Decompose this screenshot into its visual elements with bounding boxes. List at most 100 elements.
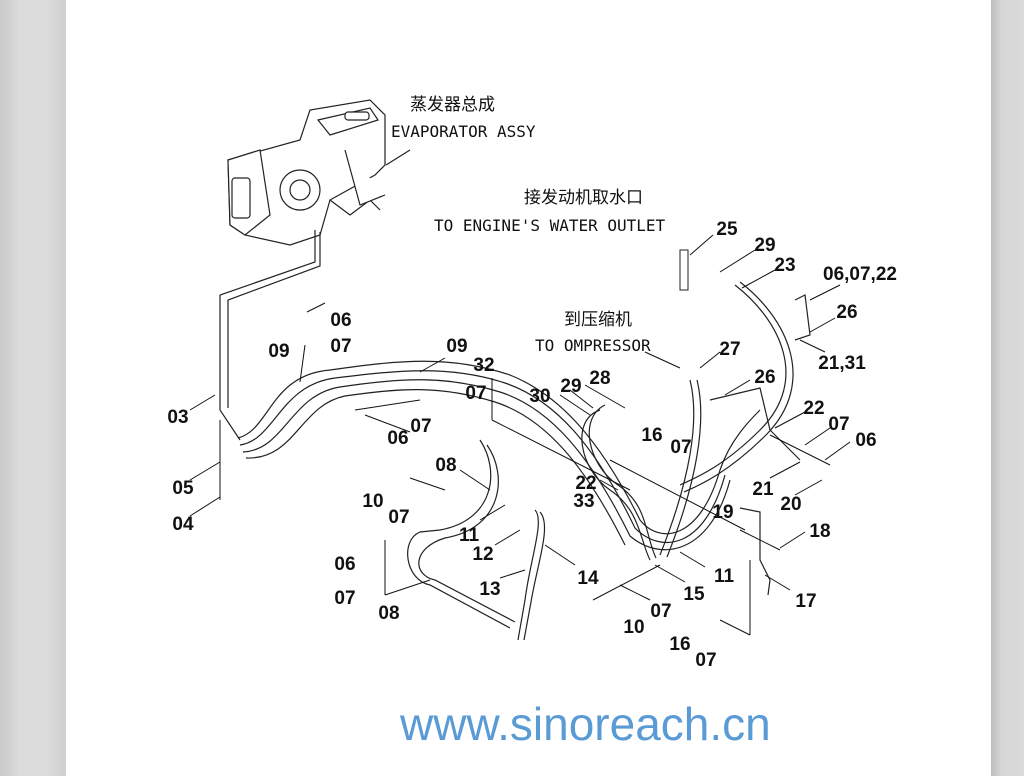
part-label: 06	[334, 554, 355, 575]
leader-line	[769, 461, 801, 479]
leader-line	[679, 551, 706, 568]
leader-line	[809, 317, 836, 333]
caption-evaporator-en: EVAPORATOR ASSY	[391, 122, 536, 141]
part-label: 29	[560, 376, 581, 397]
part-label: 14	[577, 568, 599, 589]
leader-line	[559, 394, 591, 416]
part-label: 12	[472, 544, 493, 565]
leader-line	[779, 531, 806, 549]
leader-line	[719, 619, 751, 636]
leader-line	[419, 357, 446, 373]
leader-line	[804, 427, 831, 446]
part-label: 28	[589, 368, 610, 389]
part-label: 21,31	[818, 353, 866, 374]
leader-line	[609, 459, 746, 531]
part-label: 07	[670, 437, 691, 458]
leader-line	[189, 461, 221, 481]
caption-compressor-en: TO OMPRESSOR	[535, 336, 651, 355]
part-label: 16	[669, 634, 690, 655]
leader-line	[741, 269, 776, 289]
part-label: 07	[330, 336, 351, 357]
part-label: 10	[623, 617, 644, 638]
part-label: 07	[388, 507, 409, 528]
watermark: www.sinoreach.cn	[399, 698, 771, 750]
part-label: 07	[410, 416, 431, 437]
caption-evaporator-cn: 蒸发器总成	[410, 95, 495, 115]
leader-line	[544, 544, 576, 566]
part-label: 23	[774, 255, 795, 276]
leader-line	[569, 389, 594, 409]
part-label: 06	[855, 430, 876, 451]
part-label: 25	[716, 219, 738, 240]
part-label: 18	[809, 521, 830, 542]
part-label: 03	[167, 407, 188, 428]
part-label: 07	[650, 601, 671, 622]
part-label: 11	[714, 566, 735, 587]
leader-line	[619, 584, 651, 601]
part-label: 20	[780, 494, 801, 515]
leader-line	[774, 411, 806, 429]
leader-line	[799, 339, 826, 353]
part-label: 27	[719, 339, 740, 360]
leader-line	[599, 479, 619, 491]
leader-line	[499, 569, 526, 579]
leader-line	[592, 564, 661, 601]
part-label: 09	[268, 341, 289, 362]
caption-engine-cn: 接发动机取水口	[524, 188, 643, 208]
part-label: 07	[828, 414, 849, 435]
part-label: 13	[479, 579, 500, 600]
leader-line	[809, 284, 841, 301]
part-label: 22	[803, 398, 824, 419]
part-label: 07	[695, 650, 716, 671]
part-label: 29	[754, 235, 775, 256]
leader-line	[644, 351, 681, 369]
evaporator-assembly	[227, 99, 411, 246]
part-label: 22	[575, 473, 596, 494]
leader-line	[724, 379, 751, 396]
leader-line	[699, 351, 721, 369]
part-label: 17	[795, 591, 816, 612]
part-label: 33	[573, 491, 594, 512]
hose-lines	[219, 230, 811, 641]
leader-line	[299, 344, 306, 383]
leader-line	[354, 399, 421, 411]
leader-line	[364, 414, 411, 433]
part-label: 15	[683, 584, 705, 605]
caption-engine-en: TO ENGINE'S WATER OUTLET	[434, 216, 666, 235]
part-label: 09	[446, 336, 467, 357]
leader-line	[189, 496, 221, 517]
leader-lines	[189, 234, 851, 636]
part-label: 26	[754, 367, 775, 388]
leader-line	[384, 579, 431, 596]
part-label: 32	[473, 355, 494, 376]
part-label: 19	[712, 502, 733, 523]
leader-line	[764, 574, 791, 591]
leader-line	[409, 477, 446, 491]
leader-line	[494, 529, 521, 546]
part-label: 07	[465, 383, 486, 404]
leader-line	[739, 529, 781, 551]
leader-line	[824, 441, 851, 461]
leader-line	[306, 302, 326, 313]
part-label: 05	[172, 478, 194, 499]
part-label: 08	[378, 603, 399, 624]
part-label: 11	[459, 525, 480, 546]
leader-line	[189, 394, 216, 411]
part-label: 07	[334, 588, 355, 609]
leader-line	[794, 479, 823, 496]
part-label: 16	[641, 425, 662, 446]
part-label: 21	[752, 479, 774, 500]
part-label: 06	[330, 310, 351, 331]
leader-line	[584, 384, 626, 409]
part-label: 04	[172, 514, 194, 535]
part-label: 30	[529, 386, 550, 407]
leader-line	[689, 234, 714, 256]
viewer-gutter-right	[991, 0, 1024, 776]
leader-line	[459, 469, 491, 491]
leader-line	[491, 419, 631, 491]
leader-line	[654, 564, 686, 583]
leader-line	[719, 249, 756, 273]
part-label: 10	[362, 491, 383, 512]
